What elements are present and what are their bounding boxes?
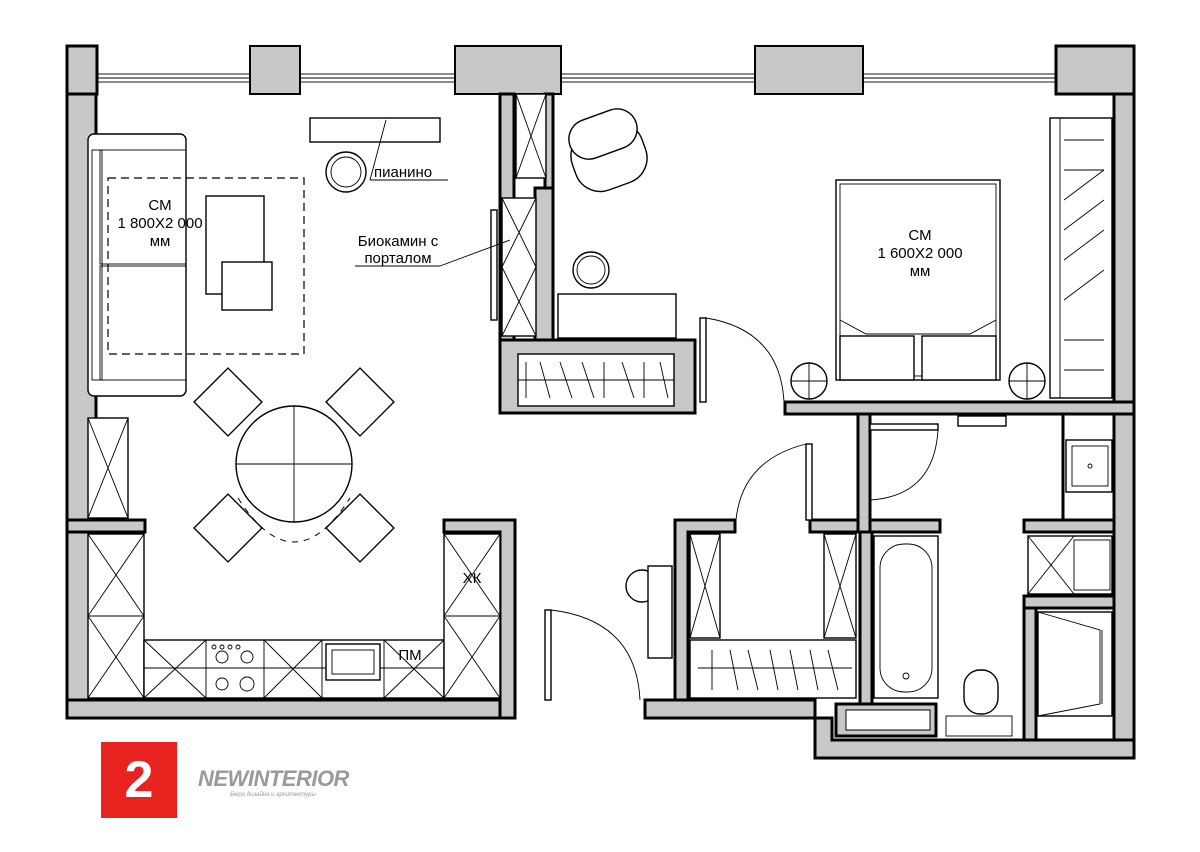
doors	[544, 317, 939, 701]
sofa	[87, 133, 187, 397]
hall-pouf	[625, 565, 673, 659]
plan-number-badge	[101, 742, 177, 818]
washing-machine	[1027, 535, 1113, 595]
bedroom-heater	[957, 415, 1007, 427]
bed	[835, 179, 1001, 381]
fireplace-label-2: порталом	[364, 250, 431, 267]
wardrobe-bedroom	[1049, 117, 1113, 399]
kitchen-units	[87, 533, 501, 699]
rug	[107, 177, 305, 355]
cabinet-left	[87, 417, 129, 519]
hanging-rail-bedroom	[518, 361, 674, 399]
sofa-bed-label-3: мм	[150, 233, 171, 250]
shower	[1037, 611, 1113, 717]
piano	[309, 117, 448, 193]
wardrobe-small	[515, 93, 547, 179]
sofa-bed-label-1: СМ	[148, 197, 171, 214]
desk	[557, 251, 677, 339]
bath-sink	[1065, 439, 1113, 493]
dishwasher-label: ПМ	[398, 647, 421, 664]
dining-table	[235, 405, 353, 543]
brand-subtitle: Бюро дизайна и архитектуры	[230, 792, 316, 798]
cooktop	[211, 644, 255, 692]
bed-label-1: СМ	[908, 227, 931, 244]
piano-label: пианино	[374, 164, 432, 181]
wall-columns	[249, 45, 864, 95]
fridge-label: ХК	[463, 570, 482, 587]
fireplace-label-1: Биокамин с	[358, 233, 439, 250]
ottoman	[221, 261, 273, 311]
nightstands	[790, 362, 1046, 400]
sofa-bed-label-2: 1 800Х2 000	[117, 215, 202, 232]
bathtub	[873, 535, 939, 699]
armchair	[568, 108, 648, 193]
windows	[95, 73, 1057, 83]
hall-closet	[689, 533, 857, 699]
brand-logo: NEWINTERIOR	[198, 766, 349, 791]
bed-label-3: мм	[910, 263, 931, 280]
bed-label-2: 1 600Х2 000	[877, 245, 962, 262]
fireplace	[355, 197, 537, 337]
plan-number: 2	[124, 751, 154, 809]
toilet	[945, 669, 1013, 737]
sink-kitchen	[325, 643, 381, 681]
dining-chairs	[193, 367, 395, 563]
